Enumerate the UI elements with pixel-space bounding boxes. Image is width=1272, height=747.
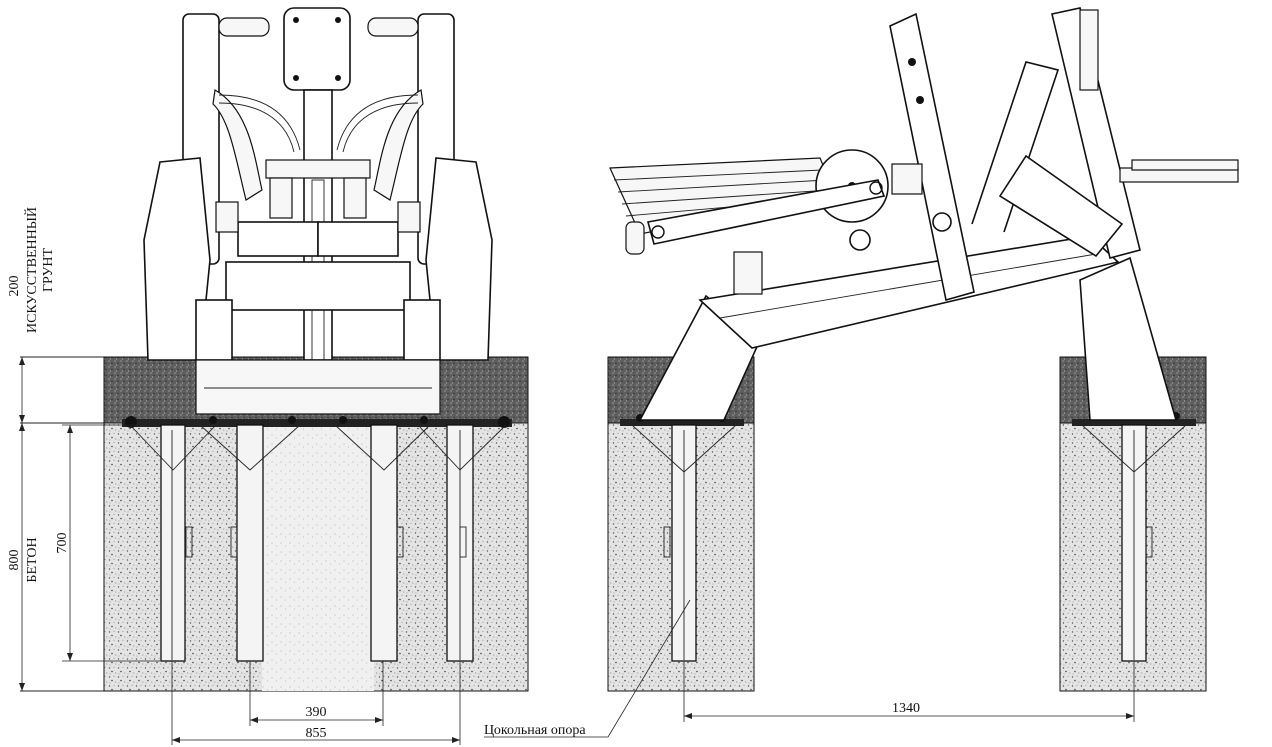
side-foundation-left [607,356,755,692]
side-dimension-labels: 1340 Цокольная опора [484,701,920,738]
soil-name-label-1: ИСКУССТВЕННЫЙ [23,207,40,333]
outer-width-label: 855 [306,726,327,741]
front-center-light-zone [262,423,374,691]
side-machine [609,7,1239,421]
soil-name-label-2: ГРУНТ [41,248,56,293]
front-post-3 [370,424,398,662]
front-post-1 [160,424,186,662]
front-machine [143,7,493,415]
concrete-name-label: БЕТОН [25,537,40,582]
front-post-2 [236,424,264,662]
soil-dimension-label: 200 [7,276,22,297]
side-foundation-right [1059,356,1207,692]
side-span-label: 1340 [892,701,920,716]
concrete-dimension-label: 800 [7,550,22,571]
front-dimensions [19,357,461,745]
post-depth-label: 700 [55,533,70,554]
base-support-label: Цокольная опора [484,723,586,738]
front-base-plate [122,419,512,427]
side-dimensions [484,599,1135,738]
inner-width-label: 390 [306,705,327,720]
front-foundation [20,356,529,692]
front-dimension-labels: 200 ИСКУССТВЕННЫЙ ГРУНТ 800 БЕТОН 700 39… [7,207,327,741]
